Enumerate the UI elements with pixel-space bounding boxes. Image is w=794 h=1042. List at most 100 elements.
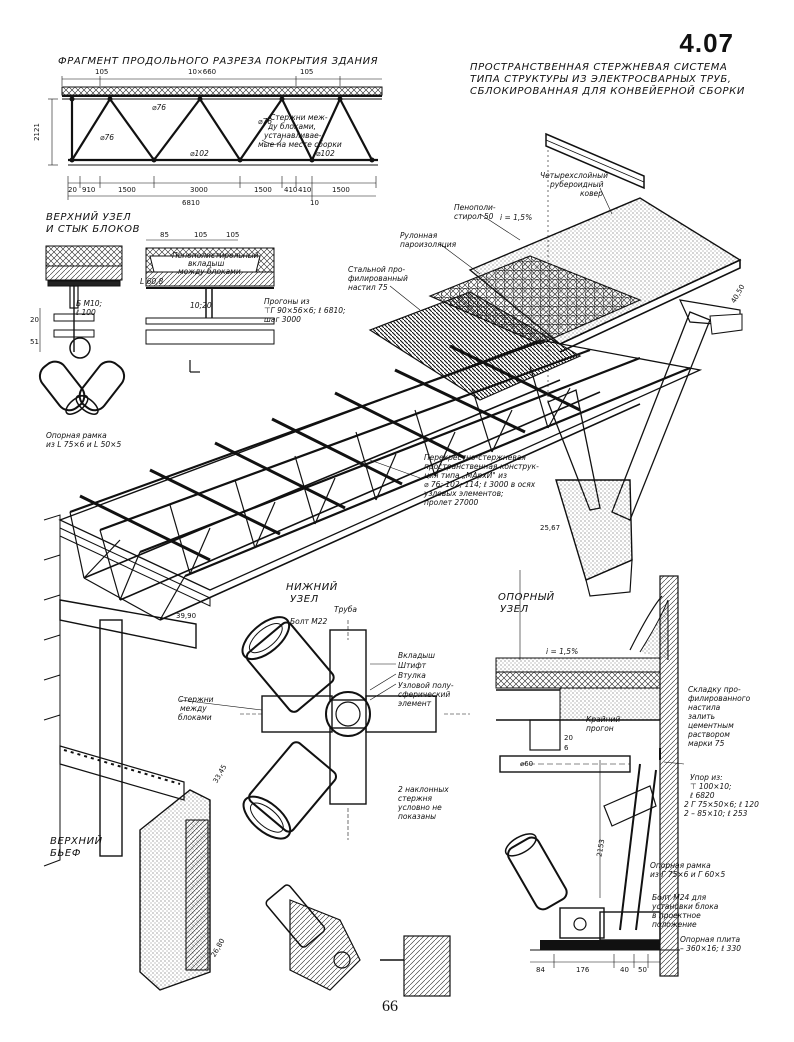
fold-note-4: залить — [688, 712, 716, 721]
bolt-label-2: ℓ 100 — [76, 308, 96, 317]
foam-label-1: Пенополи- — [454, 203, 496, 212]
node-element-label-1: Узловой полу- — [398, 681, 454, 690]
support-dim-6: 6 — [564, 744, 569, 752]
truss-label-5: узловых элементов; — [424, 489, 504, 498]
deck-label-2: филированный — [348, 274, 408, 283]
plate-note-2: – 360×16; ℓ 330 — [680, 944, 741, 953]
section-note-1: Стержни меж- — [270, 113, 328, 122]
bottom-node-title-2: УЗЕЛ — [290, 594, 319, 605]
purlin-note-1: Прогоны из — [264, 297, 310, 306]
purlin-dim: 10;20 — [190, 301, 212, 310]
base-dim-2: 176 — [576, 966, 590, 974]
dim-bottom-6: 410 — [284, 186, 298, 194]
pipe-label-top-right: ⌀76 — [258, 117, 273, 126]
dim-top-right: 105 — [300, 68, 314, 76]
truss-label-1: Перекрестно-стержневая — [424, 453, 526, 462]
vapor-label-2: пароизоляция — [400, 240, 457, 249]
bottom-node-detail — [240, 616, 470, 997]
pipe-label: Труба — [334, 605, 358, 614]
pipe-label-diagonal: ⌀76 — [100, 133, 115, 142]
support-column — [547, 299, 743, 597]
fold-note-5: цементным — [688, 721, 734, 730]
bolt-m24-note-4: положение — [652, 920, 697, 929]
elevation-3: 39,90 — [176, 612, 197, 620]
plate-note-1: Опорная плита — [680, 935, 741, 944]
vapor-label-1: Рулонная — [400, 231, 438, 240]
truss-label-6: пролет 27000 — [424, 498, 479, 507]
incline-note-4: показаны — [398, 812, 437, 821]
node-element-label-2: сферический — [398, 690, 451, 699]
pin-label: Штифт — [398, 661, 427, 670]
insert-note-2: вкладыш — [188, 259, 225, 268]
angle-label: L 60,8 — [140, 277, 164, 286]
incline-note-3: условно не — [398, 803, 442, 812]
page-number: 66 — [382, 998, 398, 1015]
web-diagonals — [69, 365, 571, 621]
fold-note-1: Складку про- — [688, 685, 741, 694]
frame-label-2: из L 75×6 и L 50×5 — [46, 440, 122, 449]
frame-label-1: Опорная рамка — [46, 431, 107, 440]
support-slope: i = 1,5% — [546, 647, 579, 656]
section-cut — [48, 76, 383, 200]
roof-slope: i = 1,5% — [500, 213, 533, 222]
dim-bottom-5: 1500 — [254, 186, 272, 194]
section-title: ФРАГМЕНТ ПРОДОЛЬНОГО РАЗРЕЗА ПОКРЫТИЯ ЗД… — [58, 56, 379, 67]
dim-bottom-7: 410 — [298, 186, 312, 194]
top-node-dim-20: 20 — [30, 316, 39, 324]
fold-note-3: настила — [688, 703, 721, 712]
base-dim-1: 84 — [536, 966, 545, 974]
support-node-title-2: УЗЕЛ — [500, 604, 529, 615]
between-rods-label-2: между — [180, 704, 207, 713]
fold-note-6: раствором — [688, 730, 730, 739]
top-node-dim-3: 105 — [226, 231, 240, 239]
truss-label-3: ция типа „МАрхИ" из — [424, 471, 507, 480]
dim-bottom-2: 910 — [82, 186, 96, 194]
elevation-2: 25,67 — [540, 524, 561, 532]
roof-label-3: ковер — [580, 189, 603, 198]
sleeve-label: Втулка — [398, 671, 426, 680]
incline-note-1: 2 наклонных — [398, 785, 449, 794]
truss-label-2: пространственная конструк- — [424, 462, 539, 471]
pipe-label-bottom-right: ⌀102 — [316, 149, 335, 158]
upper-pool-title-2: БЬЕФ — [50, 848, 82, 859]
support-dia: ⌀60 — [520, 760, 534, 768]
insert-note-1: Пенополистирольный — [172, 251, 259, 260]
insert-label: Вкладыш — [398, 651, 436, 660]
purlins — [79, 344, 581, 562]
roof-layers — [61, 86, 383, 96]
dim-height: 2121 — [32, 123, 41, 141]
between-rods-label-1: Стержни — [178, 695, 214, 704]
dim-bottom-1: 20 — [68, 186, 77, 194]
truss-label-4: ⌀ 76; 102; 114; ℓ 3000 в осях — [424, 480, 536, 489]
system-title-line-3: СБЛОКИРОВАННАЯ ДЛЯ КОНВЕЙЕРНОЙ СБОРКИ — [470, 86, 745, 97]
dim-bottom-3: 1500 — [118, 186, 136, 194]
edge-purlin-label-1: Крайний — [586, 715, 621, 724]
top-node-dim-51: 51 — [30, 338, 39, 346]
roof-label-2: рубероидный — [550, 180, 604, 189]
support-dim-20: 20 — [564, 734, 573, 742]
dim-total: 6810 — [182, 199, 200, 207]
upper-pool-title-1: ВЕРХНИЙ — [50, 836, 103, 847]
top-node-dim-2: 105 — [194, 231, 208, 239]
dim-top-middle: 10×660 — [188, 68, 217, 76]
base-dim-3: 40 — [620, 966, 629, 974]
incline-note-2: стержня — [398, 794, 433, 803]
dim-top-left: 105 — [95, 68, 109, 76]
pipe-label-top-left: ⌀76 — [152, 103, 167, 112]
stop-note-2: ⊤ 100×10; — [690, 782, 732, 791]
profiled-deck — [368, 291, 582, 401]
top-node-title-1: ВЕРХНИЙ УЗЕЛ — [46, 212, 132, 223]
deck-label-3: настил 75 — [348, 283, 388, 292]
bolt-m24-note-2: установки блока — [652, 902, 719, 911]
roof-label-1: Четырехслойный — [540, 171, 608, 180]
node-element-label-3: элемент — [398, 699, 432, 708]
pipe-label-bottom: ⌀102 — [190, 149, 209, 158]
stop-note-5: 2 – 85×10; ℓ 253 — [684, 809, 748, 818]
fold-note-7: марки 75 — [688, 739, 725, 748]
support-frame-note-2: из Г 75×6 и Г 60×5 — [650, 870, 726, 879]
bolt-m24-note-3: в проектное — [652, 911, 701, 920]
space-frame-isometric — [43, 132, 743, 991]
truss-webs — [70, 98, 373, 161]
between-rods-label-3: блоками — [178, 713, 212, 722]
